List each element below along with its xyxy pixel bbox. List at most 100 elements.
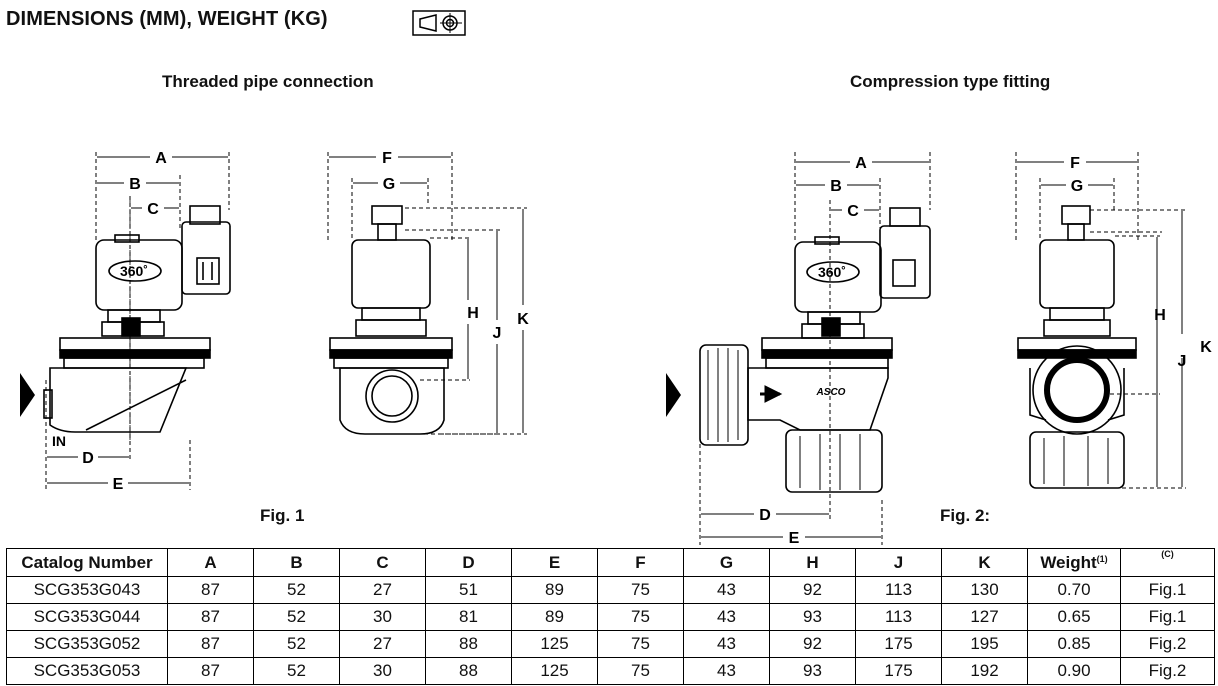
cell-f: 75 bbox=[597, 630, 684, 658]
fig1-dim-e: E bbox=[113, 476, 124, 493]
table-row: SCG353G053 87 52 30 88 125 75 43 93 175 … bbox=[6, 657, 1215, 685]
compression-heading: Compression type fitting bbox=[850, 72, 1051, 91]
cell-k: 130 bbox=[941, 576, 1028, 604]
cell-d: 88 bbox=[425, 657, 512, 685]
cell-figure: Fig.1 bbox=[1120, 576, 1215, 604]
fig2-dim-e: E bbox=[789, 530, 800, 547]
cell-a: 87 bbox=[167, 576, 254, 604]
table-header-row: Catalog Number A B C D E F G H J K Weigh… bbox=[6, 548, 1215, 577]
fig1-dim-f: F bbox=[382, 150, 392, 167]
cell-g: 43 bbox=[683, 657, 770, 685]
cell-k: 192 bbox=[941, 657, 1028, 685]
fig2-brand-label: ASCO bbox=[816, 387, 846, 398]
cell-h: 93 bbox=[769, 657, 856, 685]
cell-h: 92 bbox=[769, 576, 856, 604]
cell-figure: Fig.2 bbox=[1120, 657, 1215, 685]
cell-j: 175 bbox=[855, 630, 942, 658]
valve-drawings: A B C D E IN 360˚ bbox=[20, 150, 1212, 547]
cell-a: 87 bbox=[167, 657, 254, 685]
cell-weight: 0.85 bbox=[1027, 630, 1121, 658]
cell-b: 52 bbox=[253, 603, 340, 631]
fig2-dim-f: F bbox=[1070, 155, 1080, 172]
header-catalog-number: Catalog Number bbox=[6, 548, 168, 577]
fig2-front-view bbox=[666, 152, 931, 545]
fig1-dim-j: J bbox=[493, 325, 502, 342]
table-row: SCG353G044 87 52 30 81 89 75 43 93 113 1… bbox=[6, 603, 1215, 631]
header-d: D bbox=[425, 548, 512, 577]
cell-g: 43 bbox=[683, 603, 770, 631]
header-e: E bbox=[511, 548, 598, 577]
fig2-dim-b: B bbox=[830, 178, 842, 195]
fig1-dim-k: K bbox=[517, 311, 529, 328]
fig1-dim-d: D bbox=[82, 450, 94, 467]
cell-h: 93 bbox=[769, 603, 856, 631]
header-k: K bbox=[941, 548, 1028, 577]
header-weight-label: Weight bbox=[1040, 552, 1097, 572]
cell-catalog-number: SCG353G044 bbox=[6, 603, 168, 631]
cell-g: 43 bbox=[683, 630, 770, 658]
cell-e: 89 bbox=[511, 603, 598, 631]
fig2-rotation-label: 360˚ bbox=[818, 264, 846, 280]
fig1-dim-b: B bbox=[129, 176, 141, 193]
header-figure-note: (C) bbox=[1120, 548, 1215, 577]
fig2-dim-j: J bbox=[1178, 353, 1187, 370]
fig2-side-dim-labels: F G H J K bbox=[1070, 155, 1212, 370]
cell-weight: 0.90 bbox=[1027, 657, 1121, 685]
cell-k: 195 bbox=[941, 630, 1028, 658]
cell-c: 30 bbox=[339, 657, 426, 685]
cell-b: 52 bbox=[253, 630, 340, 658]
cell-d: 51 bbox=[425, 576, 512, 604]
cell-e: 125 bbox=[511, 630, 598, 658]
fig1-dim-c: C bbox=[147, 201, 159, 218]
fig1-front-dim-labels: A B C D E IN 360˚ bbox=[52, 150, 167, 493]
table-row: SCG353G043 87 52 27 51 89 75 43 92 113 1… bbox=[6, 576, 1215, 604]
cell-weight: 0.70 bbox=[1027, 576, 1121, 604]
cell-f: 75 bbox=[597, 576, 684, 604]
header-b: B bbox=[253, 548, 340, 577]
cell-catalog-number: SCG353G052 bbox=[6, 630, 168, 658]
table-row: SCG353G052 87 52 27 88 125 75 43 92 175 … bbox=[6, 630, 1215, 658]
fig2-dim-c: C bbox=[847, 203, 859, 220]
fig2-caption: Fig. 2: bbox=[940, 506, 991, 525]
cell-weight: 0.65 bbox=[1027, 603, 1121, 631]
fig1-inlet-label: IN bbox=[52, 433, 66, 449]
cell-e: 89 bbox=[511, 576, 598, 604]
cell-figure: Fig.1 bbox=[1120, 603, 1215, 631]
header-weight: Weight(1) bbox=[1027, 548, 1121, 577]
fig2-dim-a: A bbox=[855, 155, 867, 172]
cell-j: 113 bbox=[855, 576, 942, 604]
dimensions-table: Catalog Number A B C D E F G H J K Weigh… bbox=[6, 548, 1215, 685]
fig2-side-view bbox=[1015, 152, 1186, 489]
header-g: G bbox=[683, 548, 770, 577]
cell-a: 87 bbox=[167, 603, 254, 631]
cell-c: 30 bbox=[339, 603, 426, 631]
header-h: H bbox=[769, 548, 856, 577]
projection-symbol-icon bbox=[412, 10, 466, 36]
cell-d: 88 bbox=[425, 630, 512, 658]
threaded-heading: Threaded pipe connection bbox=[162, 72, 374, 91]
header-c: C bbox=[339, 548, 426, 577]
header-j: J bbox=[855, 548, 942, 577]
cell-a: 87 bbox=[167, 630, 254, 658]
cell-b: 52 bbox=[253, 657, 340, 685]
cell-c: 27 bbox=[339, 576, 426, 604]
fig1-front-view bbox=[20, 152, 231, 490]
cell-figure: Fig.2 bbox=[1120, 630, 1215, 658]
fig2-front-dim-labels: A B C D E 360˚ ASCO bbox=[759, 155, 867, 547]
cell-c: 27 bbox=[339, 630, 426, 658]
cell-d: 81 bbox=[425, 603, 512, 631]
fig2-dim-d: D bbox=[759, 507, 771, 524]
fig2-dim-g: G bbox=[1071, 178, 1083, 195]
header-a: A bbox=[167, 548, 254, 577]
fig2-dim-k: K bbox=[1200, 339, 1212, 356]
fig1-dim-a: A bbox=[155, 150, 167, 167]
cell-catalog-number: SCG353G043 bbox=[6, 576, 168, 604]
weight-footnote-mark: (1) bbox=[1096, 553, 1108, 564]
fig1-caption: Fig. 1 bbox=[260, 506, 305, 525]
fig2-dim-h: H bbox=[1154, 307, 1166, 324]
header-f: F bbox=[597, 548, 684, 577]
cell-h: 92 bbox=[769, 630, 856, 658]
cell-f: 75 bbox=[597, 603, 684, 631]
cell-e: 125 bbox=[511, 657, 598, 685]
cell-catalog-number: SCG353G053 bbox=[6, 657, 168, 685]
